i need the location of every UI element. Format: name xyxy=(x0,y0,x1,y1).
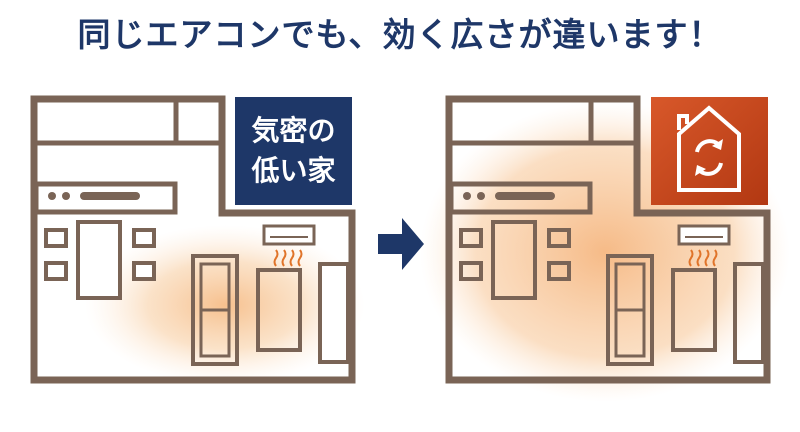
left-chair-4 xyxy=(132,261,156,281)
left-tv-stand xyxy=(318,262,350,364)
right-tv-stand xyxy=(733,262,765,364)
right-chair-1 xyxy=(459,228,483,248)
left-sofa xyxy=(191,254,239,366)
headline: 同じエアコンでも、効く広さが違います！ xyxy=(77,15,723,54)
right-arrow-icon xyxy=(378,218,424,270)
right-chair-4 xyxy=(547,261,571,281)
left-chair-2 xyxy=(44,261,68,281)
left-chair-3 xyxy=(132,228,156,248)
badge-line-1: 気密の xyxy=(251,114,336,147)
left-kitchen-counter xyxy=(34,99,222,146)
left-air-conditioner xyxy=(262,224,316,246)
left-heat-waves xyxy=(273,249,303,267)
right-stove xyxy=(448,181,593,215)
right-chair-3 xyxy=(547,228,571,248)
badge-line-2: 低い家 xyxy=(251,154,336,187)
left-coffee-table xyxy=(256,268,302,352)
right-badge xyxy=(651,97,768,205)
right-coffee-table xyxy=(671,268,717,352)
right-kitchen-counter xyxy=(449,99,637,146)
right-room-walls xyxy=(445,95,771,384)
left-dining-table xyxy=(76,220,122,300)
left-room xyxy=(30,95,365,385)
right-stove-panel xyxy=(495,192,555,200)
right-heat-waves xyxy=(688,249,718,267)
right-sofa xyxy=(606,254,654,366)
low-airtightness-badge: 気密の 低い家 xyxy=(235,97,352,205)
right-chair-2 xyxy=(459,261,483,281)
right-dining-table xyxy=(491,220,537,300)
left-room-walls xyxy=(30,95,356,384)
right-air-conditioner xyxy=(677,224,731,246)
right-burner-1 xyxy=(463,192,471,200)
left-burner-2 xyxy=(62,192,70,200)
left-burner-1 xyxy=(48,192,56,200)
house-circulation-icon xyxy=(677,105,741,192)
right-burner-2 xyxy=(477,192,485,200)
left-chair-1 xyxy=(44,228,68,248)
left-stove-panel xyxy=(80,192,140,200)
